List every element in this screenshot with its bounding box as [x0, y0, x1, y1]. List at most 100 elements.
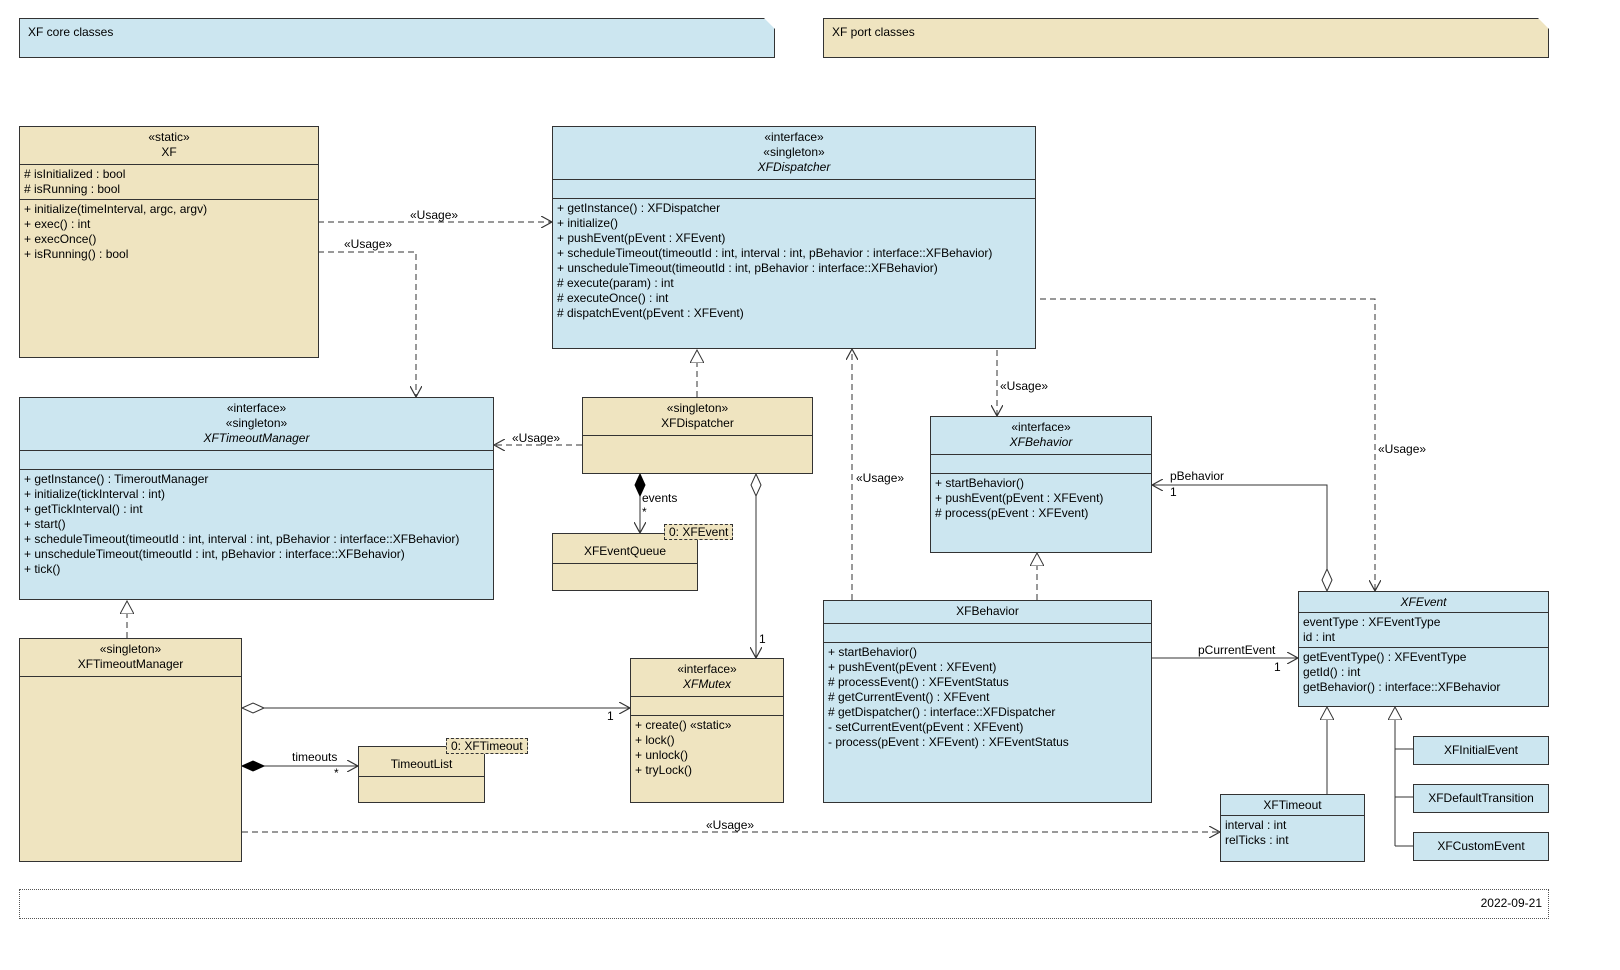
operation: # dispatchEvent(pEvent : XFEvent) — [557, 306, 744, 320]
label-pcurrentevent: pCurrentEvent — [1198, 643, 1276, 657]
class-name: XFTimeoutManager — [77, 657, 184, 671]
class-attributes — [553, 564, 697, 582]
operation: + unlock() — [635, 748, 689, 762]
operation: + startBehavior() — [828, 645, 918, 659]
class-name: XFDispatcher — [757, 160, 831, 174]
class-xfdispatcher[interactable]: «singleton» XFDispatcher — [582, 397, 813, 474]
label-events: events — [642, 491, 678, 505]
class-interface-xfdispatcher[interactable]: «interface» «singleton» XFDispatcher + g… — [552, 126, 1036, 349]
association-pbehavior — [1152, 485, 1327, 591]
label-multiplicity: 1 — [759, 632, 766, 646]
class-xfdefaulttransition[interactable]: XFDefaultTransition — [1413, 784, 1549, 813]
class-xfinitialevent[interactable]: XFInitialEvent — [1413, 736, 1549, 765]
attribute: eventType : XFEventType — [1303, 615, 1441, 629]
class-attributes — [359, 777, 484, 795]
class-xfevent[interactable]: XFEvent eventType : XFEventType id : int… — [1298, 591, 1549, 707]
class-header: XFEvent — [1299, 592, 1548, 613]
class-attributes — [20, 677, 241, 695]
footer-frame: 2022-09-21 — [19, 889, 1549, 919]
class-header: XFBehavior — [824, 601, 1151, 624]
template-parameter: 0: XFTimeout — [446, 738, 528, 754]
class-xfbehavior[interactable]: XFBehavior + startBehavior() + pushEvent… — [823, 600, 1152, 803]
class-operations: + startBehavior() + pushEvent(pEvent : X… — [931, 474, 1151, 523]
class-header: «interface» XFBehavior — [931, 417, 1151, 455]
attribute: relTicks : int — [1225, 833, 1289, 847]
class-xftimeout[interactable]: XFTimeout interval : int relTicks : int — [1220, 794, 1365, 862]
operation: # execute(param) : int — [557, 276, 674, 290]
operation: # getDispatcher() : interface::XFDispatc… — [828, 705, 1056, 719]
class-header: XFTimeout — [1221, 795, 1364, 816]
label-multiplicity: * — [642, 505, 647, 519]
operation: + initialize(timeInterval, argc, argv) — [24, 202, 208, 216]
class-name: XFEventQueue — [583, 544, 667, 558]
class-name: XFEvent — [1400, 595, 1447, 609]
stereotype-label: «interface» — [1011, 420, 1071, 434]
stereotype-label: «static» — [148, 130, 190, 144]
label-multiplicity: * — [334, 766, 339, 780]
class-interface-xfbehavior[interactable]: «interface» XFBehavior + startBehavior()… — [930, 416, 1152, 553]
class-xf-operations: + initialize(timeInterval, argc, argv) +… — [20, 200, 318, 264]
operation: + initialize() — [557, 216, 619, 230]
class-operations: + getInstance() : TimeroutManager + init… — [20, 470, 493, 579]
class-name: XFBehavior — [956, 604, 1019, 618]
operation: # process(pEvent : XFEvent) — [935, 506, 1089, 520]
operation: + create() «static» — [635, 718, 732, 732]
label-usage: «Usage» — [344, 237, 393, 251]
operation: # executeOnce() : int — [557, 291, 669, 305]
operation: + startBehavior() — [935, 476, 1025, 490]
operation: + pushEvent(pEvent : XFEvent) — [557, 231, 726, 245]
operation: getEventType() : XFEventType — [1303, 650, 1467, 664]
attribute: interval : int — [1225, 818, 1287, 832]
attribute: # isInitialized : bool — [24, 167, 126, 181]
footer-date: 2022-09-21 — [1480, 896, 1542, 910]
operation: + initialize(tickInterval : int) — [24, 487, 166, 501]
attribute: id : int — [1303, 630, 1336, 644]
usage-xf-to-itimeoutmanager — [318, 251, 416, 397]
class-header: «interface» «singleton» XFTimeoutManager — [20, 398, 493, 451]
stereotype-label: «singleton» — [666, 401, 729, 415]
class-xftimeoutmanager[interactable]: «singleton» XFTimeoutManager — [19, 638, 242, 862]
label-usage: «Usage» — [1378, 442, 1427, 456]
class-attributes — [631, 697, 783, 716]
class-xfcustomevent[interactable]: XFCustomEvent — [1413, 832, 1549, 861]
operation: + unscheduleTimeout(timeoutId : int, pBe… — [24, 547, 405, 561]
operation: getId() : int — [1303, 665, 1361, 679]
class-interface-xftimeoutmanager[interactable]: «interface» «singleton» XFTimeoutManager… — [19, 397, 494, 600]
class-timeoutlist[interactable]: TimeoutList — [358, 746, 485, 803]
class-attributes — [583, 436, 812, 454]
label-usage: «Usage» — [512, 431, 561, 445]
operation: # processEvent() : XFEventStatus — [828, 675, 1009, 689]
label-usage: «Usage» — [410, 208, 459, 222]
operation: + getTickInterval() : int — [24, 502, 143, 516]
class-header: «interface» «singleton» XFDispatcher — [553, 127, 1035, 180]
label-multiplicity: 1 — [1274, 660, 1281, 674]
class-name: XFDispatcher — [661, 416, 734, 430]
class-xf-attributes: # isInitialized : bool # isRunning : boo… — [20, 165, 318, 200]
template-parameter: 0: XFEvent — [664, 524, 734, 540]
class-interface-xfmutex[interactable]: «interface» XFMutex + create() «static» … — [630, 658, 784, 803]
operation: + getInstance() : TimeroutManager — [24, 472, 209, 486]
class-name: XFTimeout — [1263, 798, 1322, 812]
operation: + getInstance() : XFDispatcher — [557, 201, 721, 215]
class-name: XFInitialEvent — [1443, 743, 1519, 757]
class-header: «singleton» XFDispatcher — [583, 398, 812, 436]
class-attributes: interval : int relTicks : int — [1221, 816, 1364, 850]
class-name: XFDefaultTransition — [1428, 791, 1534, 805]
operation: + unscheduleTimeout(timeoutId : int, pBe… — [557, 261, 938, 275]
operation: + scheduleTimeout(timeoutId : int, inter… — [557, 246, 993, 260]
class-xfeventqueue[interactable]: XFEventQueue — [552, 533, 698, 591]
operation: + scheduleTimeout(timeoutId : int, inter… — [24, 532, 460, 546]
label-pbehavior: pBehavior — [1170, 469, 1225, 483]
attribute: # isRunning : bool — [24, 182, 121, 196]
class-attributes — [553, 180, 1035, 199]
stereotype-label: «interface» — [226, 401, 287, 415]
operation: + pushEvent(pEvent : XFEvent) — [935, 491, 1104, 505]
operation: getBehavior() : interface::XFBehavior — [1303, 680, 1501, 694]
operation: - setCurrentEvent(pEvent : XFEvent) — [828, 720, 1024, 734]
class-xf[interactable]: «static» XF # isInitialized : bool # isR… — [19, 126, 319, 358]
class-xf-header: «static» XF — [20, 127, 318, 165]
usage-idispatcher-to-event — [1040, 298, 1375, 591]
label-multiplicity: 1 — [1170, 485, 1177, 499]
operation: + exec() : int — [24, 217, 91, 231]
label-usage: «Usage» — [1000, 379, 1049, 393]
